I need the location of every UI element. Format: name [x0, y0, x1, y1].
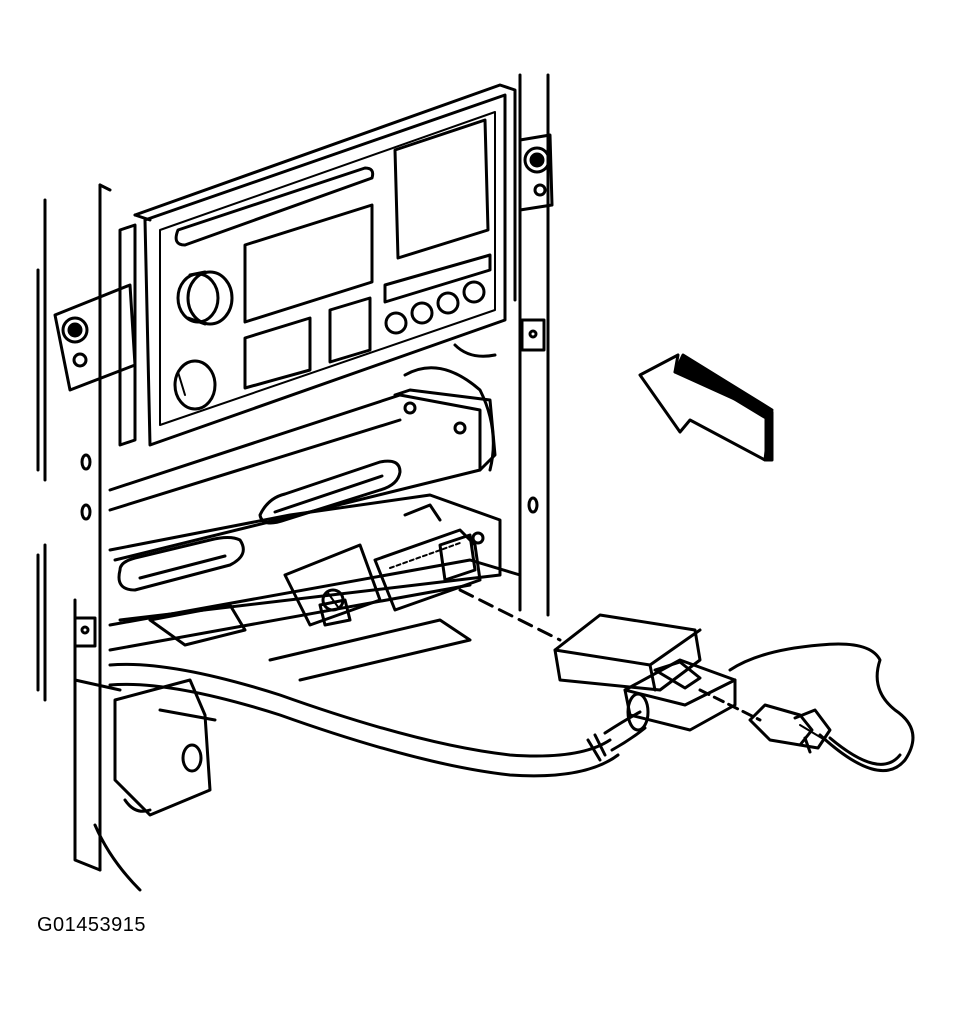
radio-display	[243, 203, 374, 390]
volume-knob	[176, 270, 234, 326]
mounting-screw-left	[53, 223, 137, 447]
preset-buttons	[383, 253, 492, 335]
antenna-lead-plug	[728, 642, 915, 773]
hold-down-nut	[283, 543, 382, 627]
mounting-screw-right	[518, 133, 554, 212]
direction-arrow	[638, 353, 774, 462]
cd-door	[393, 118, 490, 260]
cassette-slot	[174, 166, 375, 247]
radio-head-unit	[133, 83, 517, 447]
alignment-guide	[458, 588, 762, 722]
mounting-bracket-panel	[73, 183, 546, 892]
figure-id-label: G01453915	[37, 914, 147, 936]
tuning-knob	[173, 359, 217, 411]
radio-harness-connector	[373, 503, 485, 612]
electrical-connector-plug	[553, 613, 737, 732]
dash-panel-left-edge	[36, 198, 47, 702]
lower-support-bracket	[108, 343, 522, 817]
wiring-harness-cable	[108, 662, 647, 778]
